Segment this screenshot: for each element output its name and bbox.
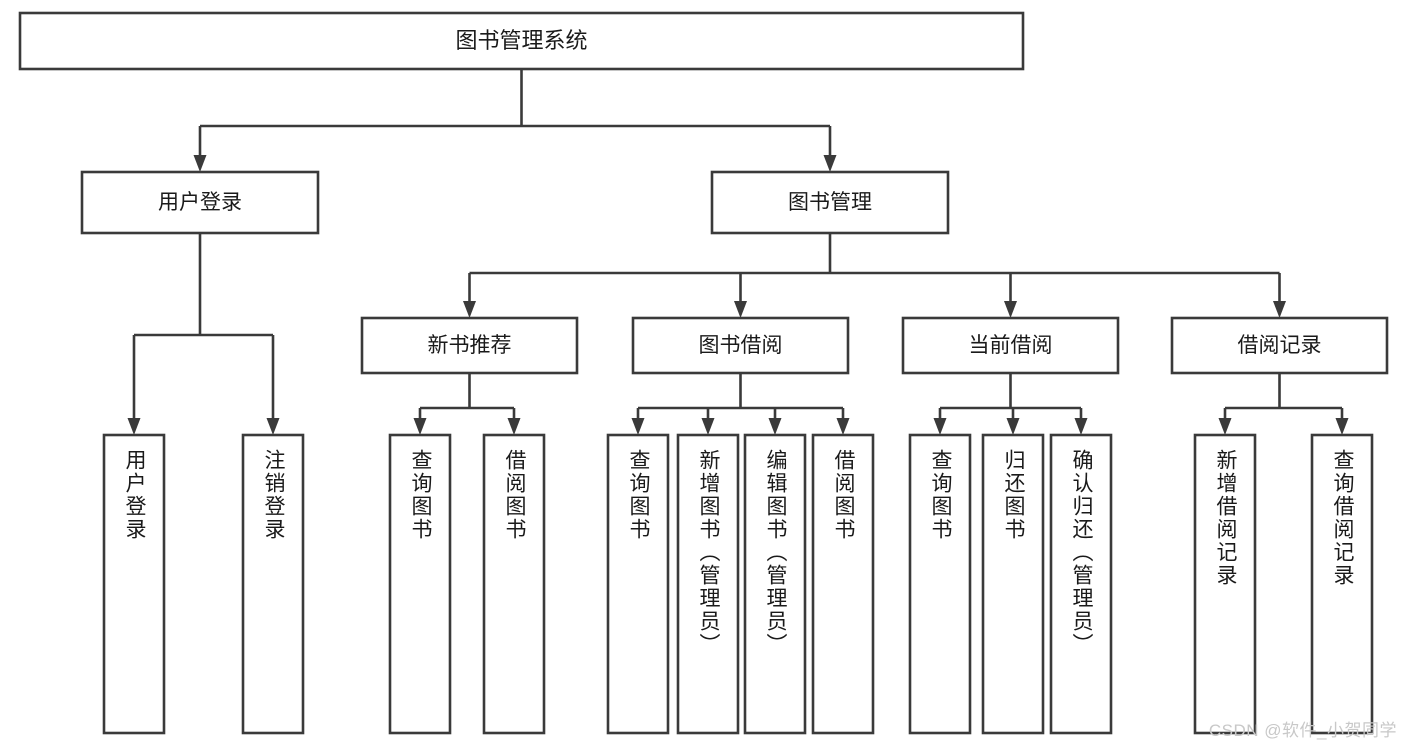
level3-node-box[interactable] bbox=[631, 316, 850, 375]
arrow-head-icon bbox=[507, 418, 521, 435]
arrow-head-icon bbox=[413, 418, 427, 435]
arrow-head-icon bbox=[463, 301, 476, 318]
leaf-node-box[interactable] bbox=[676, 433, 740, 735]
arrow-head-icon bbox=[701, 418, 715, 435]
level2-node-box[interactable] bbox=[710, 170, 950, 235]
leaf-node-box[interactable] bbox=[1193, 433, 1257, 735]
leaf-node-box[interactable] bbox=[811, 433, 875, 735]
leaf-node-box[interactable] bbox=[1049, 433, 1113, 735]
arrow-head-icon bbox=[836, 418, 850, 435]
arrow-head-icon bbox=[933, 418, 947, 435]
level2-node-label: 图书管理 bbox=[788, 191, 872, 214]
level3-node-box[interactable] bbox=[1170, 316, 1389, 375]
leaf-node-box[interactable] bbox=[743, 433, 807, 735]
leaf-node-box[interactable] bbox=[482, 433, 546, 735]
arrow-head-icon bbox=[768, 418, 782, 435]
arrow-head-icon bbox=[193, 155, 207, 172]
leaf-node-box[interactable] bbox=[981, 433, 1045, 735]
level2-node-box[interactable] bbox=[80, 170, 320, 235]
level3-node-label: 当前借阅 bbox=[969, 334, 1053, 357]
leaf-node-box[interactable] bbox=[241, 433, 305, 735]
leaf-node-box[interactable] bbox=[1310, 433, 1374, 735]
leaf-node-box[interactable] bbox=[102, 433, 166, 735]
root-node-box[interactable] bbox=[18, 11, 1025, 71]
arrow-head-icon bbox=[1273, 301, 1286, 318]
level3-node-label: 借阅记录 bbox=[1238, 334, 1322, 357]
arrow-head-icon bbox=[1218, 418, 1232, 435]
connectors-layer bbox=[127, 69, 1349, 435]
arrow-head-icon bbox=[1006, 418, 1020, 435]
arrow-head-icon bbox=[266, 418, 280, 435]
level3-node-box[interactable] bbox=[360, 316, 579, 375]
level2-node-label: 用户登录 bbox=[158, 191, 242, 214]
level3-node-label: 图书借阅 bbox=[699, 334, 783, 357]
arrow-head-icon bbox=[823, 155, 837, 172]
arrow-head-icon bbox=[631, 418, 645, 435]
arrow-head-icon bbox=[1074, 418, 1088, 435]
arrow-head-icon bbox=[127, 418, 141, 435]
arrow-head-icon bbox=[1004, 301, 1017, 318]
level3-node-box[interactable] bbox=[901, 316, 1120, 375]
arrow-head-icon bbox=[1335, 418, 1349, 435]
boxes-layer bbox=[18, 11, 1389, 735]
arrow-head-icon bbox=[734, 301, 747, 318]
root-node-label: 图书管理系统 bbox=[455, 28, 587, 53]
level3-node-label: 新书推荐 bbox=[428, 334, 512, 357]
leaf-node-box[interactable] bbox=[388, 433, 452, 735]
csdn-watermark: CSDN @软件_小贺同学 bbox=[1208, 721, 1397, 740]
leaf-node-box[interactable] bbox=[606, 433, 670, 735]
leaf-node-box[interactable] bbox=[908, 433, 972, 735]
